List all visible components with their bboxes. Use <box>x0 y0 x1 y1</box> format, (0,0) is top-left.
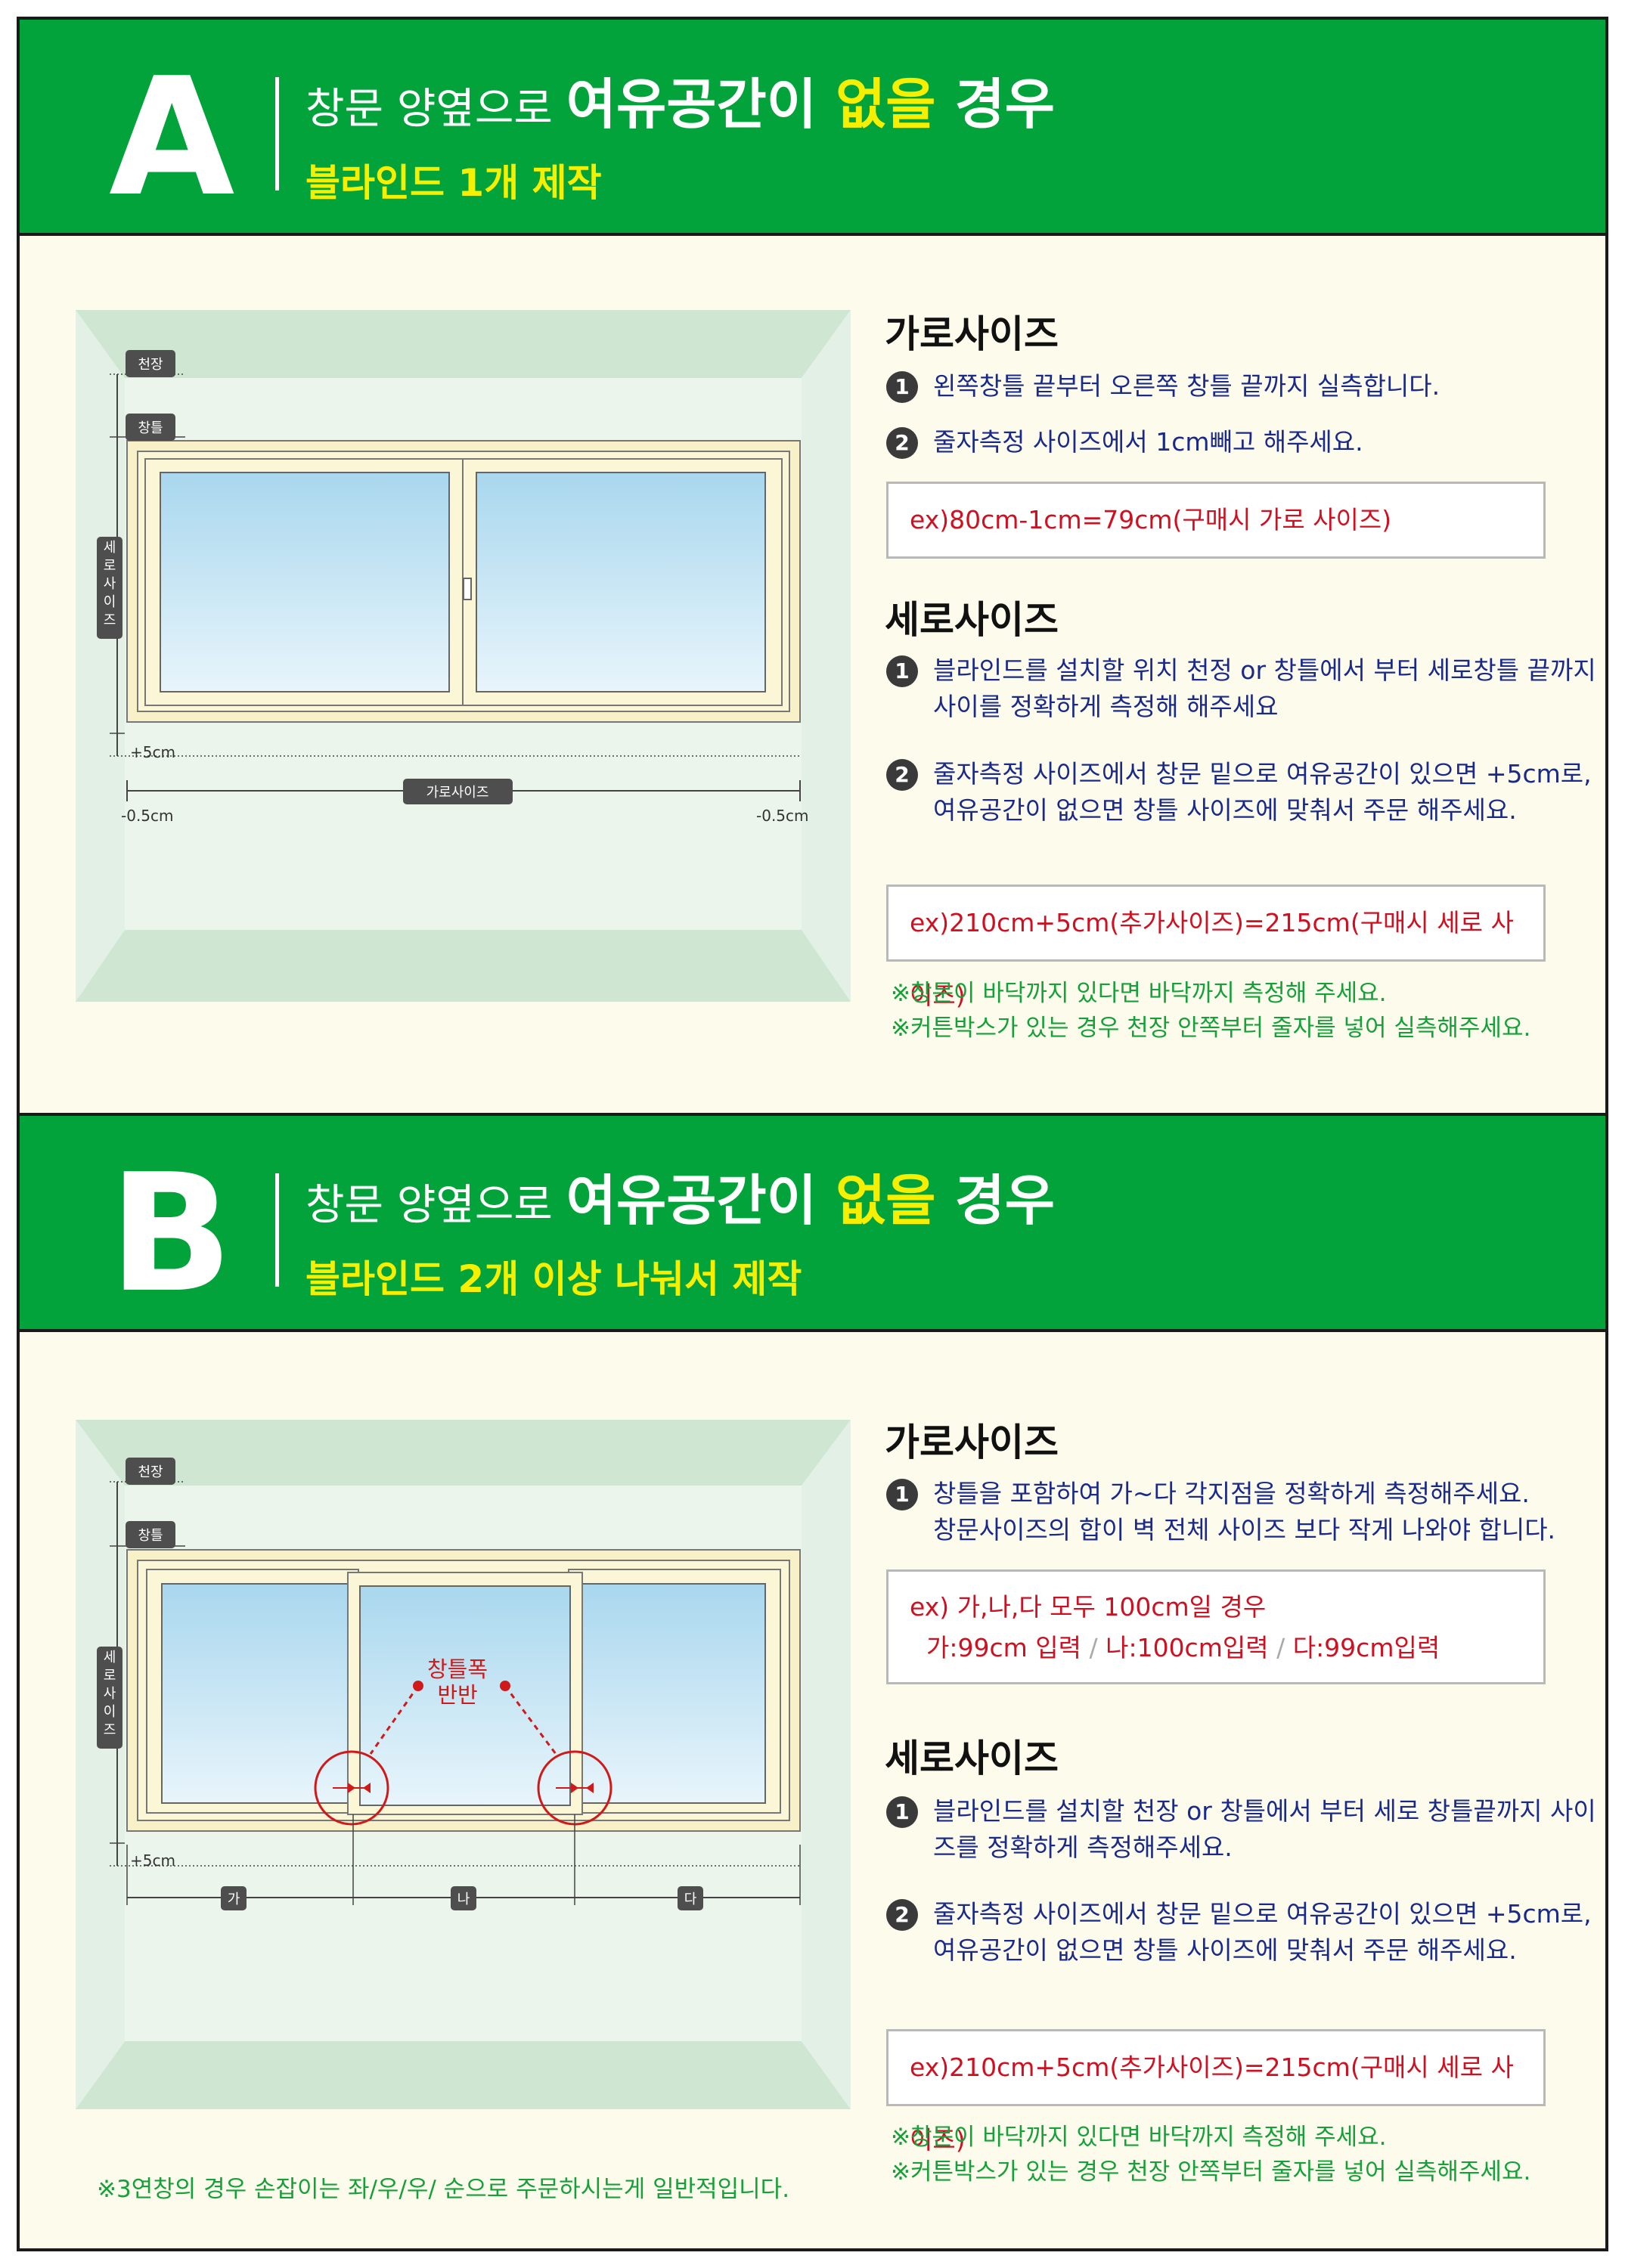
section-letter: A <box>109 42 235 232</box>
ceiling-tag-label: 천장 <box>138 357 163 373</box>
ceiling-tag <box>126 350 175 377</box>
horizontal-size-label: 가로사이즈 <box>426 785 489 801</box>
step-number: 2 <box>886 427 918 459</box>
width-heading-b: 가로사이즈 <box>885 1421 1059 1464</box>
height-heading-b: 세로사이즈 <box>885 1737 1059 1780</box>
banner-divider <box>275 1173 279 1287</box>
height-example-a: ex)210cm+5cm(추가사이즈)=215cm(구매시 세로 사이즈) <box>886 885 1546 1010</box>
minus-left-label: -0.5cm <box>121 807 174 825</box>
segment-b-tag <box>451 1886 476 1910</box>
highlight-word: 없을 <box>836 1169 936 1232</box>
segment-c-tag <box>678 1886 703 1910</box>
frame-tag-label: 창틀 <box>138 1528 163 1544</box>
note-a1: ※창문이 바닥까지 있다면 바닥까지 측정해 주세요. <box>891 980 1387 1007</box>
step-number: 2 <box>886 759 918 791</box>
vertical-size-tag <box>97 537 122 639</box>
section-subtitle: 블라인드 2개 이상 나눠서 제작 <box>305 1257 802 1301</box>
height-heading-a: 세로사이즈 <box>885 598 1059 642</box>
section-title: 창문 양옆으로 여유공간이 없을 경우 <box>305 73 1056 136</box>
half-label-line2: 반반 <box>437 1682 477 1708</box>
segment-c-label: 다 <box>684 1892 697 1907</box>
ceiling-tag <box>126 1458 175 1485</box>
vertical-size-tag <box>97 1647 122 1749</box>
width-heading-a: 가로사이즈 <box>885 312 1059 356</box>
width-example-b: ex) 가,나,다 모두 100cm일 경우 가:99cm 입력 / 나:100… <box>886 1569 1546 1684</box>
step-number: 2 <box>886 1899 918 1931</box>
section-letter: B <box>109 1139 233 1328</box>
segment-a-label: 가 <box>228 1892 240 1907</box>
section-b-banner: B 창문 양옆으로 여유공간이 없을 경우 블라인드 2개 이상 나눠서 제작 <box>17 1113 1608 1332</box>
plus5-label: +5cm <box>130 1851 175 1870</box>
plus5-label: +5cm <box>130 743 175 761</box>
step-number: 1 <box>886 1796 918 1828</box>
half-circle-left <box>314 1750 389 1826</box>
step-number: 1 <box>886 1479 918 1510</box>
highlight-word: 없을 <box>836 73 936 136</box>
note-b2: ※커튼박스가 있는 경우 천장 안쪽부터 줄자를 넣어 실측해주세요. <box>891 2158 1531 2186</box>
ceiling-tag-label: 천장 <box>138 1464 163 1480</box>
segment-b-label: 나 <box>457 1892 470 1907</box>
horizontal-size-tag <box>403 779 513 804</box>
height-example-b: ex)210cm+5cm(추가사이즈)=215cm(구매시 세로 사이즈) <box>886 2029 1546 2155</box>
note-b1: ※창문이 바닥까지 있다면 바닥까지 측정해 주세요. <box>891 2124 1387 2151</box>
step-number: 1 <box>886 371 918 403</box>
segment-a-tag <box>221 1886 247 1910</box>
section-title: 창문 양옆으로 여유공간이 없을 경우 <box>305 1169 1056 1232</box>
step-number: 1 <box>886 655 918 687</box>
half-label-line1: 창틀폭 <box>427 1656 488 1682</box>
note-a2: ※커튼박스가 있는 경우 천장 안쪽부터 줄자를 넣어 실측해주세요. <box>891 1015 1531 1042</box>
frame-tag <box>126 1521 175 1548</box>
minus-right-label: -0.5cm <box>756 807 809 825</box>
section-subtitle: 블라인드 1개 제작 <box>305 161 602 205</box>
section-a-banner: A 창문 양옆으로 여유공간이 없을 경우 블라인드 1개 제작 <box>17 17 1608 236</box>
banner-divider <box>275 77 279 191</box>
frame-tag <box>126 414 175 441</box>
width-example-a: ex)80cm-1cm=79cm(구매시 가로 사이즈) <box>886 482 1546 559</box>
frame-tag-label: 창틀 <box>138 420 163 436</box>
bottom-note: ※3연창의 경우 손잡이는 좌/우/우/ 순으로 주문하시는게 일반적입니다. <box>97 2176 790 2203</box>
